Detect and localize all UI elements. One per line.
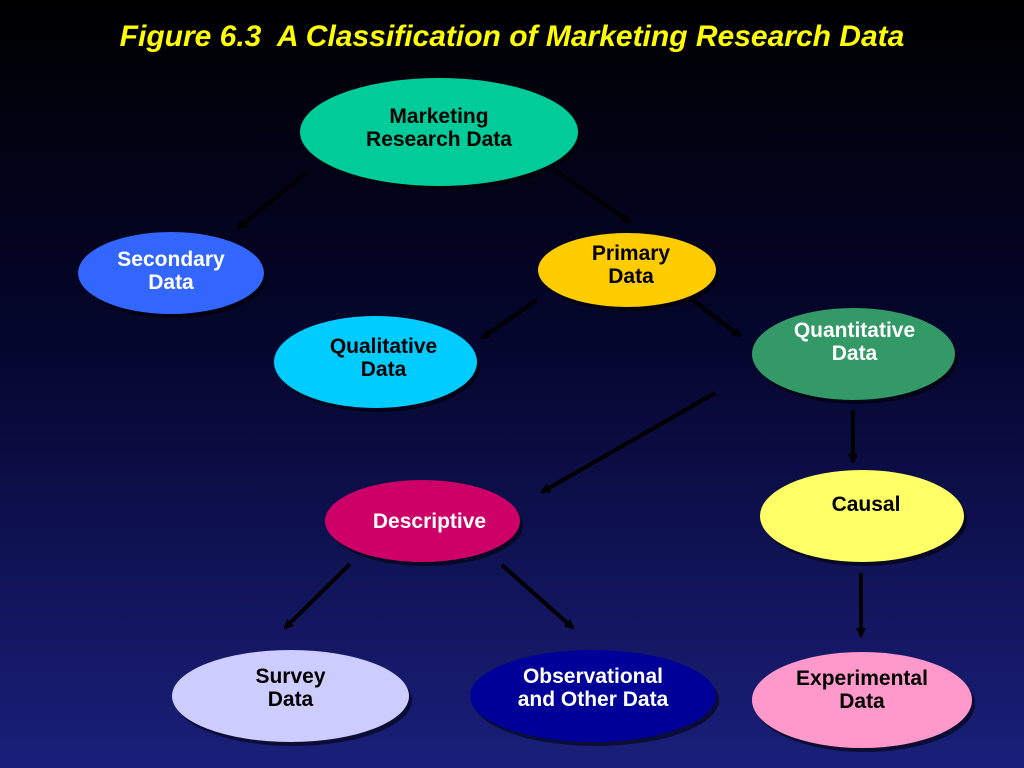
- node-causal: Causal: [760, 470, 964, 562]
- figure-title: Figure 6.3 A Classification of Marketing…: [119, 20, 905, 53]
- node-label: Quantitative Data: [793, 319, 916, 365]
- node-observational-and-other-data: Observational and Other Data: [470, 650, 716, 742]
- arrow-marketing-to-secondary: [236, 170, 309, 230]
- node-qualitative-data: Qualitative Data: [274, 316, 477, 408]
- node-label: Secondary Data: [117, 248, 225, 294]
- arrow-descriptive-to-observational: [500, 563, 575, 630]
- arrow-primary-to-qualitative: [480, 298, 539, 340]
- node-label: Observational and Other Data: [517, 665, 669, 711]
- arrow-marketing-to-primary: [553, 168, 632, 224]
- node-marketing-research-data: Marketing Research Data: [300, 78, 578, 186]
- node-label: Primary Data: [591, 242, 671, 288]
- arrow-descriptive-to-survey: [283, 562, 352, 630]
- node-label: Descriptive: [372, 509, 487, 533]
- node-secondary-data: Secondary Data: [78, 232, 264, 314]
- node-label: Qualitative Data: [329, 335, 438, 381]
- node-descriptive: Descriptive: [325, 480, 520, 562]
- node-quantitative-data: Quantitative Data: [752, 308, 955, 400]
- arrow-primary-to-quantitative: [688, 296, 742, 338]
- node-survey-data: Survey Data: [172, 650, 409, 742]
- arrow-quantitative-to-descriptive: [540, 391, 716, 494]
- node-label: Experimental Data: [796, 667, 928, 713]
- node-label: Marketing Research Data: [366, 105, 512, 151]
- node-label: Causal: [831, 492, 901, 516]
- node-experimental-data: Experimental Data: [752, 652, 972, 748]
- node-primary-data: Primary Data: [538, 233, 716, 307]
- node-label: Survey Data: [255, 665, 326, 711]
